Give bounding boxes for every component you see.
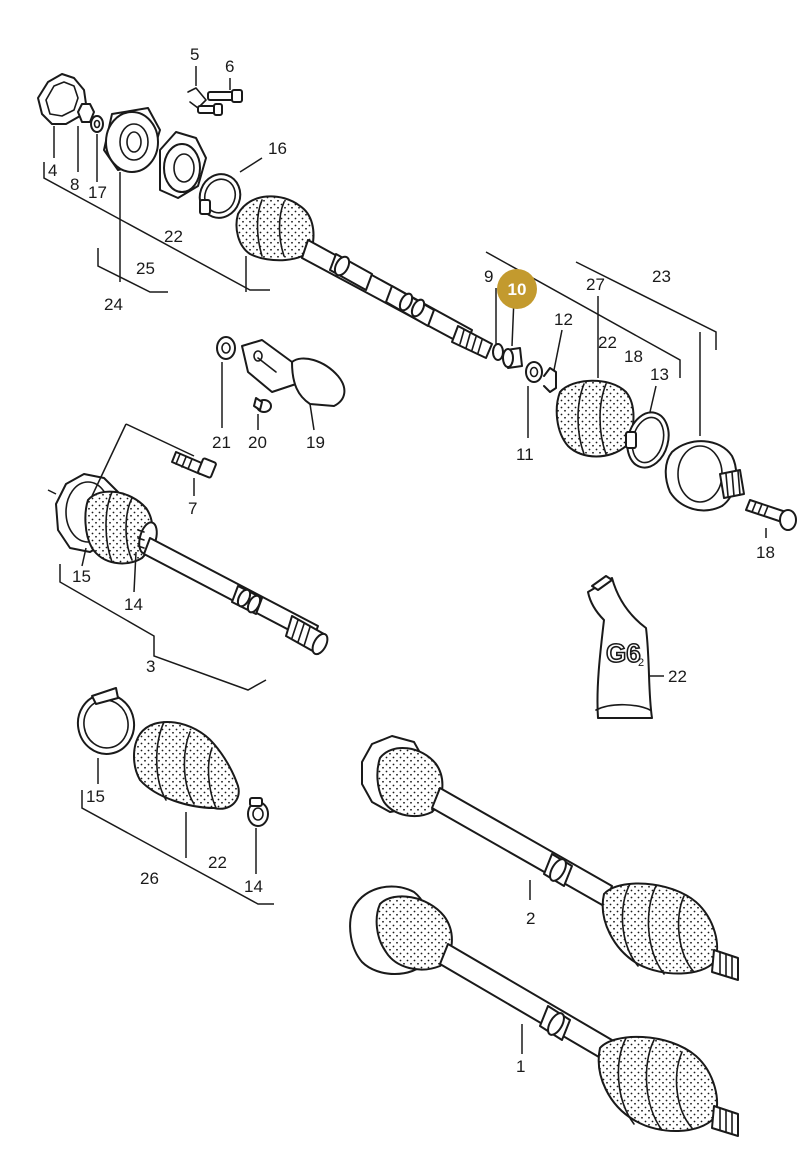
label-18-lower: 18 bbox=[756, 543, 775, 562]
washer-part-11 bbox=[525, 361, 543, 383]
label-26: 26 bbox=[140, 869, 159, 888]
ring-part-10 bbox=[502, 347, 523, 369]
label-3: 3 bbox=[146, 657, 155, 676]
label-7: 7 bbox=[188, 499, 197, 518]
boot-kit-bottom-left bbox=[76, 687, 274, 905]
label-25: 25 bbox=[136, 259, 155, 278]
label-11: 11 bbox=[516, 445, 534, 464]
tube-label-main: G6 bbox=[606, 638, 641, 668]
label-13: 13 bbox=[650, 365, 669, 384]
label-18-upper: 18 bbox=[624, 347, 643, 366]
label-14-kit: 14 bbox=[244, 877, 263, 896]
bolt-part-7 bbox=[171, 451, 217, 479]
boot-top-shaft bbox=[235, 195, 315, 262]
drive-shaft-2 bbox=[361, 735, 739, 981]
label-15-middle: 15 bbox=[72, 567, 91, 586]
label-15-kit: 15 bbox=[86, 787, 105, 806]
grease-tube-part-22: G6 2 bbox=[587, 575, 664, 719]
label-22-kit: 22 bbox=[208, 853, 227, 872]
circlip-part-8 bbox=[77, 103, 95, 123]
bushing-part-21 bbox=[216, 336, 236, 360]
clamp-part-16 bbox=[198, 173, 242, 219]
label-6: 6 bbox=[225, 57, 234, 76]
label-12: 12 bbox=[554, 310, 573, 329]
bolt-part-6 bbox=[197, 89, 243, 116]
middle-shaft-assembly bbox=[47, 423, 329, 691]
bolt-part-20 bbox=[253, 397, 272, 413]
label-1: 1 bbox=[516, 1057, 525, 1076]
label-19: 19 bbox=[306, 433, 325, 452]
clamp-part-14-kit bbox=[247, 797, 269, 827]
label-22-tube: 22 bbox=[668, 667, 687, 686]
drive-shaft-1 bbox=[349, 885, 739, 1137]
label-23: 23 bbox=[652, 267, 671, 286]
ring-part-9 bbox=[492, 343, 504, 361]
label-22-right: 22 bbox=[598, 333, 617, 352]
clip-part-5 bbox=[187, 87, 207, 109]
shaft-middle bbox=[143, 537, 329, 656]
label-27: 27 bbox=[586, 275, 605, 294]
label-21: 21 bbox=[212, 433, 231, 452]
part-number-labels: 4 5 6 8 17 16 22 25 24 9 12 27 23 22 18 … bbox=[48, 45, 775, 1076]
label-17: 17 bbox=[88, 183, 107, 202]
top-shaft-assembly bbox=[37, 66, 797, 538]
clamp-part-13 bbox=[625, 411, 670, 469]
circlip-part-12 bbox=[543, 367, 557, 393]
bracket-part-19 bbox=[241, 339, 346, 407]
label-16: 16 bbox=[268, 139, 287, 158]
label-24: 24 bbox=[104, 295, 123, 314]
highlight-marker-10[interactable]: 10 bbox=[497, 269, 537, 309]
shaft-top bbox=[301, 239, 493, 359]
boot-part-22-kit bbox=[133, 720, 240, 810]
flange-part-22 bbox=[159, 131, 207, 199]
label-2: 2 bbox=[526, 909, 535, 928]
highlight-label-10[interactable]: 10 bbox=[508, 280, 527, 299]
boot-part-22-right bbox=[555, 379, 635, 458]
label-9: 9 bbox=[484, 267, 493, 286]
washer-part-17 bbox=[90, 115, 104, 133]
bracket-assembly bbox=[216, 336, 346, 431]
bolt-part-18 bbox=[745, 499, 797, 531]
label-14-middle: 14 bbox=[124, 595, 143, 614]
label-20: 20 bbox=[248, 433, 267, 452]
clamp-part-15-kit bbox=[76, 687, 136, 755]
boot-middle-shaft bbox=[84, 490, 154, 565]
label-5: 5 bbox=[190, 45, 199, 64]
tube-label-sub: 2 bbox=[638, 657, 644, 669]
bearing-part-25 bbox=[103, 107, 161, 173]
joint-part-23 bbox=[664, 440, 745, 512]
label-8: 8 bbox=[70, 175, 79, 194]
highlight-circle[interactable] bbox=[497, 269, 537, 309]
label-4: 4 bbox=[48, 161, 57, 180]
label-22-top: 22 bbox=[164, 227, 183, 246]
